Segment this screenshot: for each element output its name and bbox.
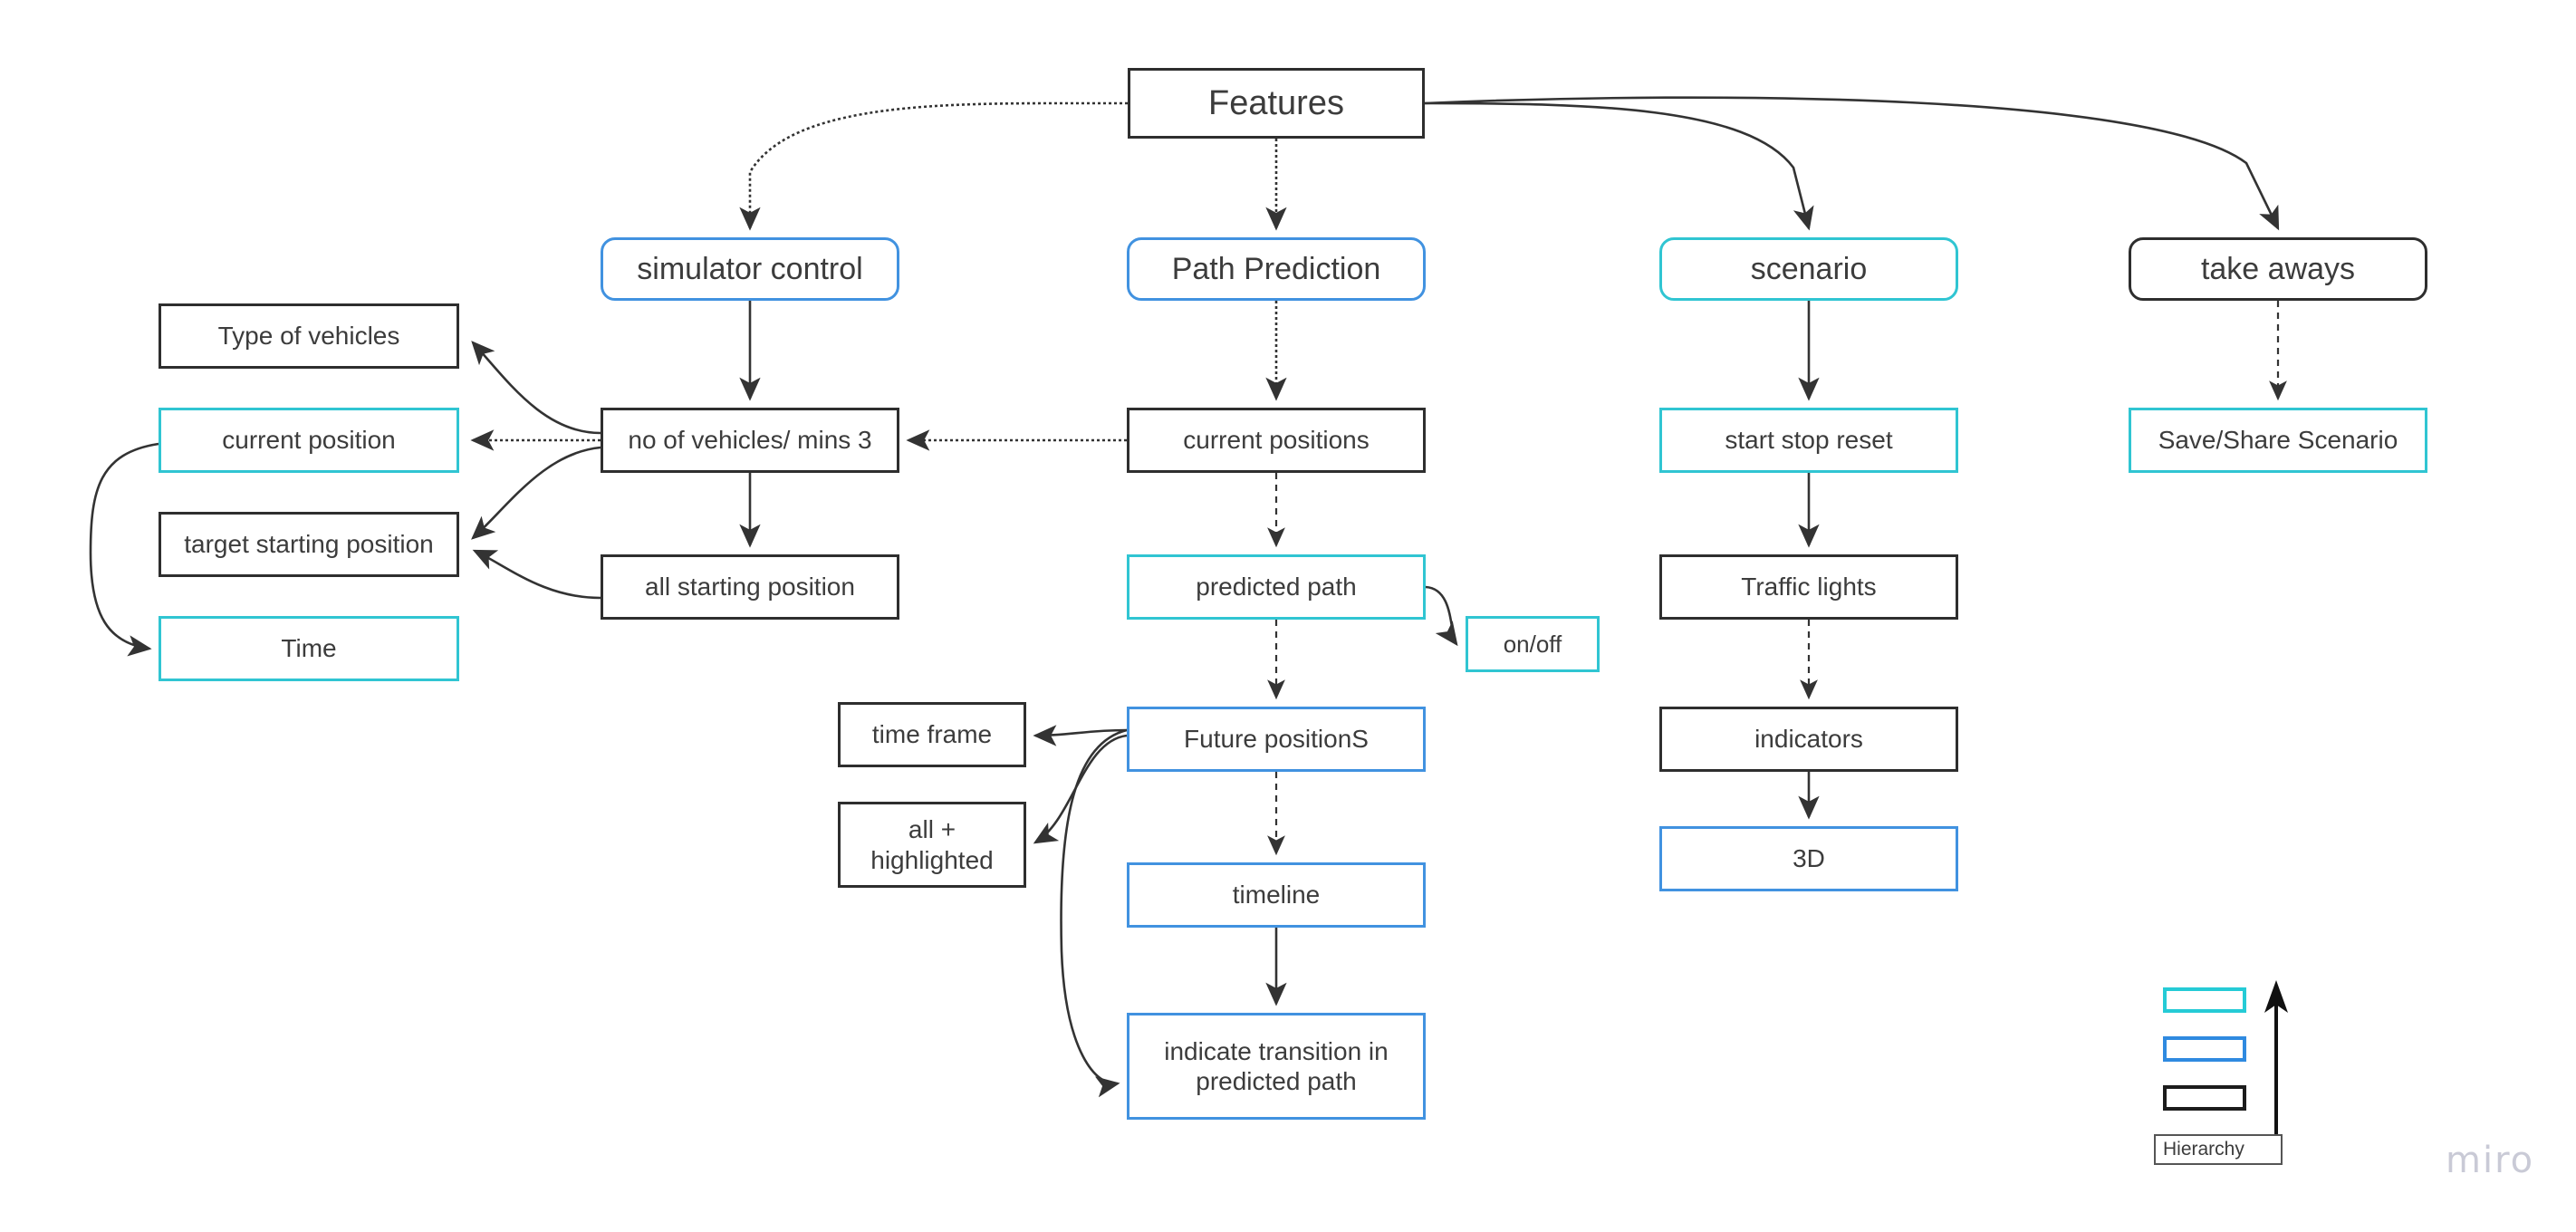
legend-blue-swatch — [2163, 1036, 2246, 1062]
node-label: Traffic lights — [1741, 573, 1877, 602]
node-allstarting[interactable]: all starting position — [601, 554, 899, 620]
node-allhighlighted[interactable]: all + highlighted — [838, 802, 1026, 888]
edge-features-scenario — [1424, 101, 1814, 231]
node-label: all + highlighted — [870, 815, 994, 874]
node-features[interactable]: Features — [1128, 68, 1425, 139]
node-scenario[interactable]: scenario — [1659, 237, 1958, 301]
node-label: Features — [1208, 83, 1344, 122]
node-label: target starting position — [184, 530, 434, 559]
legend-title: Hierarchy — [2154, 1134, 2283, 1165]
node-timeframe[interactable]: time frame — [838, 702, 1026, 767]
node-targetstart[interactable]: target starting position — [159, 512, 459, 577]
node-label: current position — [222, 426, 396, 455]
edge-futurepositions-timeframe — [1033, 725, 1128, 746]
node-label: scenario — [1750, 251, 1868, 286]
edge-currentposition-time — [89, 442, 159, 657]
node-futurepositions[interactable]: Future positionS — [1127, 707, 1426, 772]
edge-futurepositions-indicatetrans — [1060, 728, 1128, 1098]
edge-novehicles-typevehicles — [471, 341, 601, 435]
edge-predictedpath-onoff — [1425, 585, 1458, 647]
node-predictedpath[interactable]: predicted path — [1127, 554, 1426, 620]
node-label: start stop reset — [1725, 426, 1893, 455]
node-label: timeline — [1232, 881, 1321, 910]
node-label: Time — [281, 634, 337, 663]
node-indicators[interactable]: indicators — [1659, 707, 1958, 772]
node-indicatetrans[interactable]: indicate transition in predicted path — [1127, 1013, 1426, 1120]
node-label: simulator control — [637, 251, 863, 286]
edge-novehicles-targetstart — [471, 446, 601, 540]
node-label: on/off — [1503, 630, 1562, 658]
legend-cyan-swatch — [2163, 987, 2246, 1013]
node-label: current positions — [1183, 426, 1370, 455]
node-label: indicators — [1754, 725, 1863, 754]
node-label: take aways — [2200, 251, 2356, 286]
node-simulator[interactable]: simulator control — [601, 237, 899, 301]
edge-features-takeaways — [1424, 96, 2280, 231]
node-3d[interactable]: 3D — [1659, 826, 1958, 891]
node-startstopreset[interactable]: start stop reset — [1659, 408, 1958, 473]
node-label: no of vehicles/ mins 3 — [628, 426, 872, 455]
node-label: indicate transition in predicted path — [1164, 1036, 1389, 1095]
miro-watermark: miro — [2446, 1140, 2535, 1181]
node-label: 3D — [1793, 844, 1825, 873]
node-label: Future positionS — [1184, 725, 1369, 754]
edge-futurepositions-allhighlighted — [1033, 734, 1128, 844]
node-currentposition[interactable]: current position — [159, 408, 459, 473]
node-trafficlights[interactable]: Traffic lights — [1659, 554, 1958, 620]
node-novehicles[interactable]: no of vehicles/ mins 3 — [601, 408, 899, 473]
node-label: Path Prediction — [1171, 251, 1381, 286]
node-typevehicles[interactable]: Type of vehicles — [159, 303, 459, 369]
node-label: Save/Share Scenario — [2158, 426, 2398, 455]
legend-black-swatch — [2163, 1085, 2246, 1111]
node-label: Type of vehicles — [217, 322, 400, 351]
node-time[interactable]: Time — [159, 616, 459, 681]
node-label: predicted path — [1196, 573, 1357, 602]
node-label: time frame — [871, 720, 993, 749]
node-timeline[interactable]: timeline — [1127, 862, 1426, 928]
node-takeaways[interactable]: take aways — [2129, 237, 2427, 301]
edge-allstarting-targetstart — [472, 549, 601, 600]
node-label: all starting position — [645, 573, 855, 602]
node-savescenario[interactable]: Save/Share Scenario — [2129, 408, 2427, 473]
node-currentpositions[interactable]: current positions — [1127, 408, 1426, 473]
node-pathprediction[interactable]: Path Prediction — [1127, 237, 1426, 301]
node-onoff[interactable]: on/off — [1466, 616, 1600, 672]
edge-features-simulator — [739, 101, 1128, 231]
legend-hierarchy-arrowhead — [2264, 980, 2288, 1013]
